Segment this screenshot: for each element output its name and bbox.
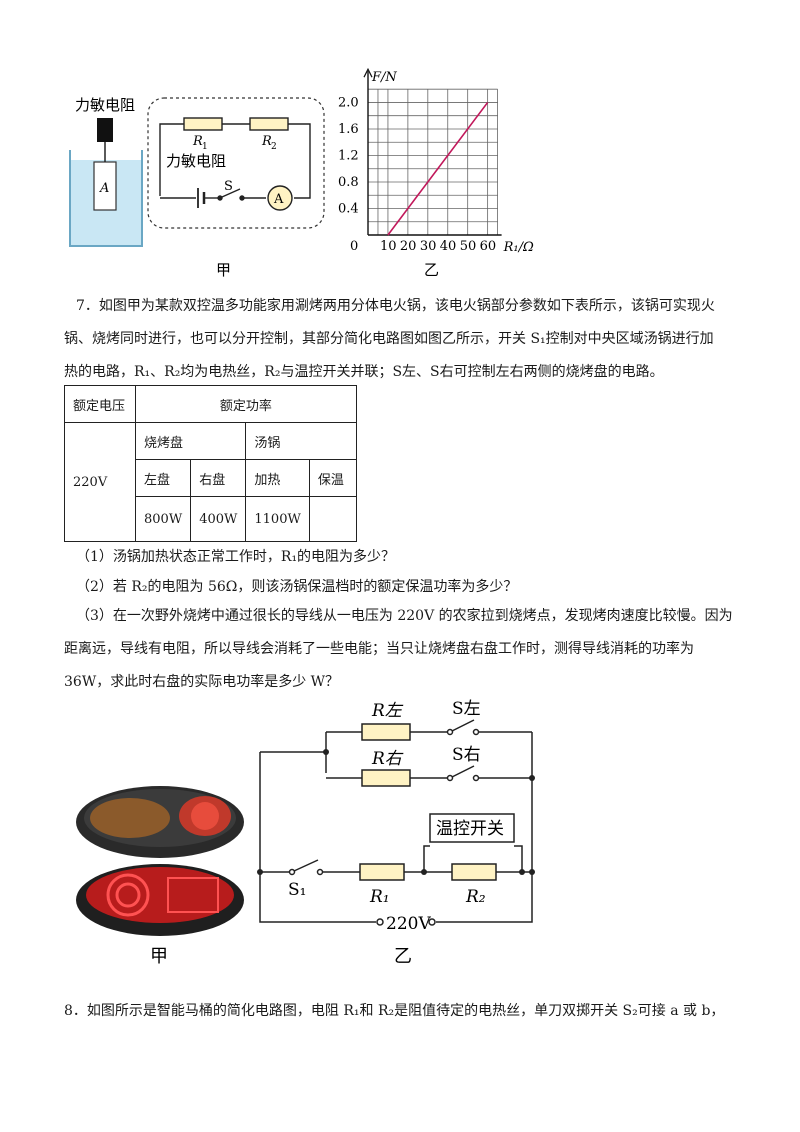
s1-label: S₁ bbox=[288, 880, 306, 900]
q7-sub-3: （3）在一次野外烧烤中通过很长的导线从一电压为 220V 的农家拉到烧烤点，发现… bbox=[64, 600, 744, 699]
left-plate: 左盘 bbox=[134, 459, 192, 497]
x-tick-label: 40 bbox=[440, 239, 457, 254]
pot-header: 汤锅 bbox=[245, 422, 357, 460]
rated-voltage-header: 额定电压 bbox=[64, 385, 136, 423]
x-axis-label: R₁/Ω bbox=[503, 240, 534, 255]
voltage-label: 220V bbox=[386, 914, 431, 934]
x-tick-label: 60 bbox=[480, 239, 497, 254]
keep-warm: 保温 bbox=[308, 459, 357, 497]
q7-line-2: 锅、烧烤同时进行，也可以分开控制，其部分简化电路图如图乙所示，开关 S₁控制对中… bbox=[64, 331, 714, 347]
dashed-enclosure bbox=[147, 97, 325, 229]
y-axis-arrow bbox=[363, 67, 373, 78]
caption-jia-top: 甲 bbox=[216, 261, 231, 279]
r-left-label: R左 bbox=[371, 701, 404, 721]
q8-intro: 8．如图所示是智能马桶的简化电路图，电阻 R₁和 R₂是阻值待定的电热丝，单刀双… bbox=[64, 1003, 725, 1019]
y-tick-label: 2.0 bbox=[338, 95, 359, 110]
r1-sub: 1 bbox=[202, 142, 208, 152]
y-tick-label: 1.2 bbox=[338, 148, 359, 163]
sensor-label-inner: 力敏电阻 bbox=[166, 152, 226, 170]
right-plate: 右盘 bbox=[190, 459, 247, 497]
sensor-label-outer: 力敏电阻 bbox=[75, 96, 135, 114]
q7-sub-3-line-1: （3）在一次野外烧烤中通过很长的导线从一电压为 220V 的农家拉到烧烤点，发现… bbox=[76, 608, 733, 624]
keep-warm-power bbox=[308, 496, 357, 542]
r-right-label: R右 bbox=[371, 749, 404, 769]
r2-sub: 2 bbox=[271, 142, 277, 152]
caption-yi-top: 乙 bbox=[424, 261, 439, 279]
r2-label: R bbox=[261, 134, 272, 149]
thermo-switch-label: 温控开关 bbox=[436, 819, 504, 839]
y-tick-label: 0.4 bbox=[338, 201, 359, 216]
y-axis-label: F/N bbox=[371, 70, 397, 85]
origin-label: 0 bbox=[350, 239, 358, 254]
beaker: A bbox=[69, 118, 143, 247]
s-right-label: S右 bbox=[452, 745, 481, 765]
x-tick-label: 30 bbox=[420, 239, 437, 254]
switch-label: S bbox=[224, 179, 233, 194]
r2-bottom-label: R₂ bbox=[465, 887, 486, 907]
rated-power-header: 额定功率 bbox=[135, 385, 357, 423]
left-power: 800W bbox=[134, 496, 192, 542]
heating-power: 1100W bbox=[245, 496, 310, 542]
q7-sub-1: （1）汤锅加热状态正常工作时，R₁的电阻为多少？ bbox=[76, 549, 396, 565]
q7-sub-3-line-2: 距离远，导线有电阻，所以导线会消耗了一些电能；当只让烧烤盘右盘工作时，测得导线消… bbox=[64, 641, 694, 657]
r1-bottom-label: R₁ bbox=[369, 887, 390, 907]
y-tick-label: 1.6 bbox=[338, 122, 359, 137]
q7-line-1: 7．如图甲为某款双控温多功能家用涮烤两用分体电火锅，该电火锅部分参数如下表所示，… bbox=[76, 298, 715, 314]
right-power: 400W bbox=[190, 496, 247, 542]
q7-sub-3-line-3: 36W，求此时右盘的实际电功率是多少 W？ bbox=[64, 674, 340, 690]
caption-jia-bottom: 甲 bbox=[150, 946, 168, 967]
hotpot-circuit bbox=[259, 719, 533, 926]
voltage-value: 220V bbox=[64, 422, 136, 542]
circuit-junctions bbox=[257, 749, 535, 875]
hotpot-photo bbox=[76, 786, 244, 936]
bottom-figure: 甲 bbox=[76, 699, 535, 967]
q7-sub-2: （2）若 R₂的电阻为 56Ω，则该汤锅保温档时的额定保温功率为多少？ bbox=[76, 579, 518, 595]
spec-table: 额定电压 额定功率 220V 烧烤盘 汤锅 左盘 右盘 加热 保温 800W 4… bbox=[64, 385, 357, 542]
series-line bbox=[387, 101, 489, 236]
grill-header: 烧烤盘 bbox=[134, 422, 247, 460]
block-a-label: A bbox=[99, 181, 109, 196]
caption-yi-bottom: 乙 bbox=[394, 946, 412, 967]
q7-line-3: 热的电路，R₁、R₂均为电热丝，R₂与温控开关并联；S左、S右可控制左右两侧的烧… bbox=[64, 364, 664, 380]
y-tick-label: 0.8 bbox=[338, 175, 359, 190]
x-tick-label: 50 bbox=[460, 239, 477, 254]
q7-intro: 7．如图甲为某款双控温多功能家用涮烤两用分体电火锅，该电火锅部分参数如下表所示，… bbox=[64, 290, 744, 389]
r1-label: R bbox=[192, 134, 203, 149]
s-left-label: S左 bbox=[452, 699, 481, 719]
sensor-circuit bbox=[159, 117, 311, 211]
x-tick-label: 10 bbox=[380, 239, 397, 254]
x-tick-label: 20 bbox=[400, 239, 417, 254]
ammeter-label: A bbox=[273, 192, 284, 207]
force-sensor bbox=[97, 118, 113, 142]
heating: 加热 bbox=[245, 459, 310, 497]
